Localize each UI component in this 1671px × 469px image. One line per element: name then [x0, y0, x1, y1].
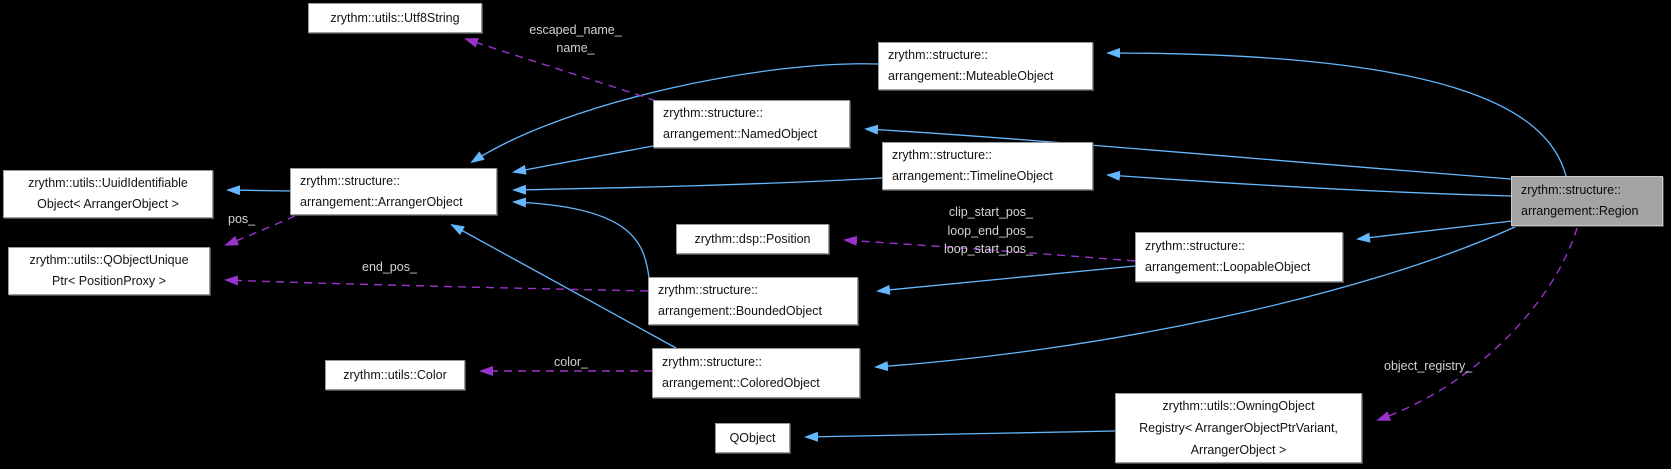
node-label: zrythm::structure:: [662, 355, 763, 369]
node-label: zrythm::utils::OwningObject [1162, 399, 1315, 413]
node-uuididentifiableobject[interactable]: zrythm::utils::UuidIdentifiable Object< … [3, 170, 213, 218]
edge-label-line: escaped_name_ [529, 23, 622, 37]
node-label: zrythm::utils::QObjectUnique [29, 253, 189, 267]
edge-boundedobject-to-arrangerobject [512, 197, 650, 278]
edge-label-line: pos_ [228, 212, 256, 226]
edge-loopableobject-to-boundedobject [876, 265, 1136, 295]
node-label: arrangement::MuteableObject [888, 69, 1054, 83]
node-label: Registry< ArrangerObjectPtrVariant, [1139, 421, 1338, 435]
edge-label-name-fields: escaped_name_ name_ [498, 22, 653, 57]
node-boundedobject[interactable]: zrythm::structure:: arrangement::Bounded… [648, 277, 858, 325]
edge-label-line: color_ [554, 355, 589, 369]
edge-label-line: name_ [556, 40, 595, 55]
edge-label-color: color_ [554, 354, 588, 372]
edge-label-loop-fields: clip_start_pos_ loop_end_pos_ loop_start… [921, 203, 1033, 259]
edge-label-pos: pos_ [228, 211, 255, 229]
node-label: Object< ArrangerObject > [37, 197, 179, 211]
edge-arrangerobject-to-uuididentifiableobject [226, 185, 291, 196]
edge-label-line: object_registry_ [1384, 359, 1473, 373]
edge-region-to-owningobjectregistry [1376, 227, 1578, 421]
node-label: zrythm::structure:: [658, 283, 759, 297]
node-label: zrythm::structure:: [1521, 183, 1622, 197]
node-label: arrangement::Region [1521, 204, 1639, 218]
node-position[interactable]: zrythm::dsp::Position [676, 224, 829, 254]
edge-region-to-muteableobject [1106, 48, 1567, 177]
node-label: arrangement::TimelineObject [892, 169, 1053, 183]
edge-label-line: loop_end_pos_ [947, 223, 1034, 238]
node-label: QObject [729, 430, 776, 445]
node-label: zrythm::dsp::Position [694, 231, 811, 246]
node-label: arrangement::LoopableObject [1145, 260, 1311, 274]
node-label: zrythm::structure:: [888, 48, 989, 62]
node-label: zrythm::utils::Utf8String [330, 10, 460, 25]
node-label: arrangement::NamedObject [663, 127, 818, 141]
node-label: zrythm::structure:: [663, 106, 764, 120]
edge-label-line: end_pos_ [362, 260, 417, 274]
edge-boundedobject-to-qobjectuniqueptr [224, 275, 649, 292]
node-label: arrangement::ArrangerObject [300, 194, 463, 209]
node-loopableobject[interactable]: zrythm::structure:: arrangement::Loopabl… [1135, 232, 1343, 282]
node-color[interactable]: zrythm::utils::Color [325, 360, 465, 390]
edge-region-to-timelineobject [1106, 170, 1512, 197]
edge-timelineobject-to-arrangerobject [512, 177, 883, 195]
node-qobjectuniqueptr[interactable]: zrythm::utils::QObjectUnique Ptr< Positi… [8, 247, 210, 295]
node-label: Ptr< PositionProxy > [52, 274, 166, 288]
node-label: zrythm::structure:: [892, 148, 993, 162]
edge-coloredobject-to-arrangerobject [450, 224, 677, 349]
node-owningobjectregistry[interactable]: zrythm::utils::OwningObject Registry< Ar… [1115, 393, 1362, 463]
node-label: zrythm::structure:: [300, 173, 401, 188]
node-arrangerobject[interactable]: zrythm::structure:: arrangement::Arrange… [290, 168, 497, 215]
node-muteableobject[interactable]: zrythm::structure:: arrangement::Muteabl… [878, 42, 1093, 90]
node-coloredobject[interactable]: zrythm::structure:: arrangement::Colored… [652, 348, 860, 398]
edge-owningobjectregistry-to-qobject [804, 430, 1116, 442]
node-label: arrangement::BoundedObject [658, 304, 822, 318]
node-qobject[interactable]: QObject [715, 423, 790, 453]
node-timelineobject[interactable]: zrythm::structure:: arrangement::Timelin… [882, 142, 1093, 190]
node-namedobject[interactable]: zrythm::structure:: arrangement::NamedOb… [653, 100, 850, 148]
edge-label-object-registry: object_registry_ [1384, 358, 1472, 376]
edge-label-line: clip_start_pos_ [948, 205, 1033, 219]
node-region[interactable]: zrythm::structure:: arrangement::Region [1511, 176, 1663, 226]
node-utf8string[interactable]: zrythm::utils::Utf8String [308, 3, 482, 33]
node-label: zrythm::utils::Color [343, 367, 447, 382]
edge-label-end-pos: end_pos_ [362, 259, 417, 277]
node-label: zrythm::utils::UuidIdentifiable [28, 176, 188, 190]
node-label: arrangement::ColoredObject [662, 376, 820, 390]
edge-label-line: loop_start_pos_ [944, 242, 1033, 256]
node-label: ArrangerObject > [1190, 443, 1287, 457]
edge-namedobject-to-arrangerobject [512, 145, 654, 175]
node-label: zrythm::structure:: [1145, 239, 1246, 253]
edge-region-to-loopableobject [1356, 220, 1513, 243]
